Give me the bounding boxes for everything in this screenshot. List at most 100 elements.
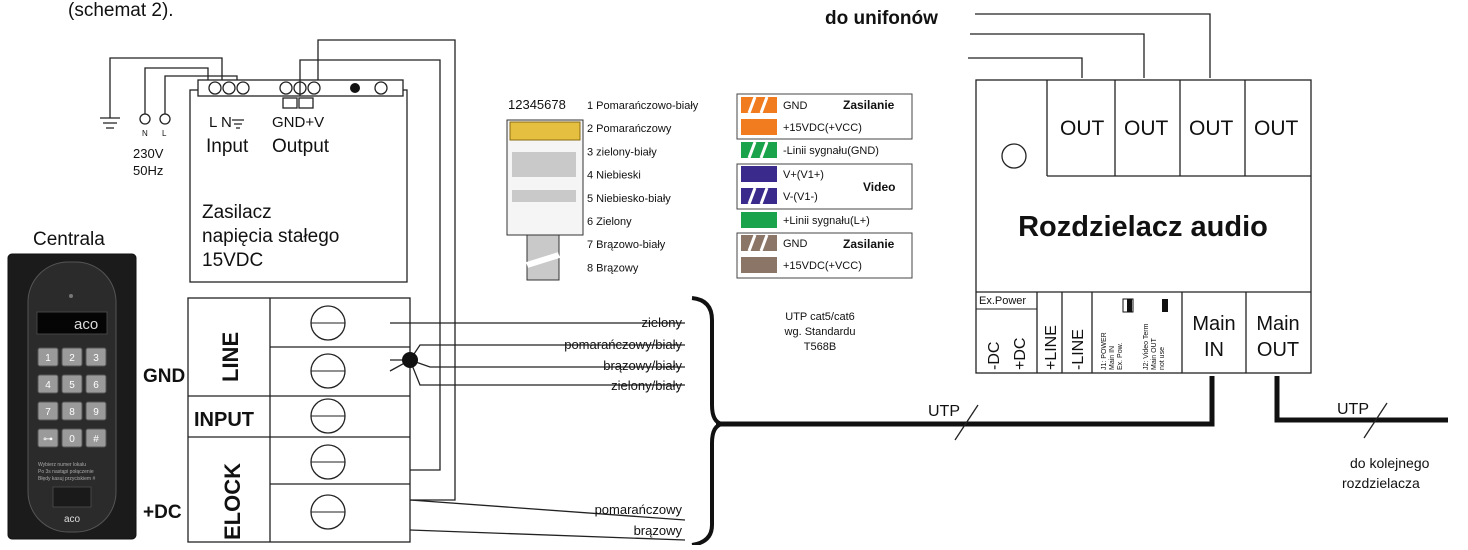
key-button[interactable]: [85, 347, 107, 367]
rj45-pins: 12345678: [508, 97, 566, 112]
standard-1: UTP cat5/cat6: [785, 311, 855, 323]
utp-label-right: UTP: [1337, 401, 1369, 418]
legend-label: GND: [783, 100, 808, 112]
l-label: L: [162, 129, 167, 138]
dc-minus: -DC: [986, 342, 1003, 370]
pin-list: 1 Pomarańczowo-biały 2 Pomarańczowy 3 ziel…: [587, 100, 699, 274]
wire-color-swatch: [741, 119, 777, 135]
out-4: OUT: [1254, 117, 1299, 140]
led-icon: [350, 83, 360, 93]
jumper-j2-icon: [1162, 299, 1168, 312]
legend-label: V-(V1-): [783, 191, 818, 203]
group-video: Video: [863, 180, 895, 194]
psu-title-3: 15VDC: [202, 250, 263, 271]
elock-label: ELOCK: [220, 463, 245, 540]
wire-color-swatch: [741, 188, 777, 204]
panel-brand: aco: [64, 514, 81, 525]
unifon-label: do unifonów: [825, 8, 938, 29]
elock-wire-label-0: pomarańczowy: [595, 502, 683, 517]
psu-in-terminals: L N: [209, 114, 232, 131]
line-wires: zielony pomarańczowy/biały brązowy/biały…: [389, 315, 686, 541]
next-splitter-2: rozdzielacza: [1342, 475, 1420, 491]
standard-2: wg. Standardu: [784, 326, 856, 338]
main-out-1: Main: [1256, 313, 1299, 335]
wire-color-swatch: [741, 257, 777, 273]
psu-title-1: Zasilacz: [202, 202, 272, 223]
key-button[interactable]: [85, 428, 107, 448]
wire-color-swatch: [741, 97, 777, 113]
wire-color-swatch: [741, 235, 777, 251]
gnd-label: GND: [143, 366, 185, 387]
key-label: 3: [93, 353, 99, 364]
key-button[interactable]: [61, 401, 83, 421]
stripe-icon: [747, 187, 769, 205]
psu-output-wire: [299, 59, 441, 471]
output-terminal-icon: [282, 97, 298, 109]
input-label: INPUT: [194, 409, 254, 431]
panel-help-3: Błędy kasuj przyciskiem #: [38, 476, 95, 482]
key-button[interactable]: [61, 428, 83, 448]
speaker-grille-icon: [52, 486, 92, 508]
wire-label-0: zielony: [642, 315, 683, 330]
panel-help-1: Wybierz numer lokalu: [38, 462, 86, 468]
utp-cable-main-out: [1274, 376, 1448, 423]
psu-screw-icon: [236, 81, 250, 95]
key-label: 4: [45, 380, 51, 391]
out-2: OUT: [1124, 117, 1169, 140]
j2-line-2: Main OUT: [1151, 337, 1158, 370]
psu-screw-icon: [279, 81, 293, 95]
key-label: 8: [69, 407, 75, 418]
n-label: N: [142, 129, 148, 138]
j1-line-1: J1: POWER: [1101, 332, 1108, 370]
key-button[interactable]: [85, 401, 107, 421]
elock-wire-label-1: brązowy: [634, 523, 683, 538]
stripe-icon: [747, 96, 769, 114]
stripe-icon: [747, 141, 769, 159]
earth-wire: [109, 57, 223, 118]
wire-color-swatch: [741, 142, 777, 158]
key-label: 2: [69, 353, 75, 364]
pin-label: 5 Niebiesko-biały: [587, 193, 671, 205]
key-label: ⊶: [43, 434, 53, 445]
j1-line-3: Ex. Pow.: [1117, 343, 1124, 370]
key-button[interactable]: [37, 347, 59, 367]
key-label: #: [93, 434, 99, 445]
key-button[interactable]: [37, 401, 59, 421]
indicator-icon: [1001, 143, 1027, 169]
key-button[interactable]: [61, 347, 83, 367]
unifon-wires: [968, 13, 1211, 78]
l-terminal-icon: [159, 113, 171, 125]
n-terminal-icon: [139, 113, 151, 125]
psu-screw-icon: [208, 81, 222, 95]
pin-label: 3 zielony-biały: [587, 146, 657, 158]
key-button[interactable]: [85, 374, 107, 394]
psu-ground-icon: [232, 119, 244, 129]
wire-color-swatch: [741, 166, 777, 182]
pin-label: 2 Pomarańczowy: [587, 123, 672, 135]
line-minus: -LINE: [1070, 329, 1087, 370]
key-button[interactable]: [37, 428, 59, 448]
wire-label-1: pomarańczowy/biały: [564, 337, 682, 352]
panel-title: Centrala: [33, 229, 105, 250]
wire-label-2: brązowy/biały: [603, 358, 682, 373]
main-in-1: Main: [1192, 313, 1235, 335]
ground-icon: [100, 117, 120, 129]
mains-input: N L 230V 50Hz: [100, 57, 238, 178]
key-button[interactable]: [37, 374, 59, 394]
utp-marker-icon: [1363, 402, 1388, 439]
key-label: 1: [45, 353, 51, 364]
utp-cable-main-in: [716, 376, 1215, 427]
key-button[interactable]: [61, 374, 83, 394]
legend-label: -Linii sygnału(GND): [783, 145, 879, 157]
key-label: 7: [45, 407, 51, 418]
psu-output-label: Output: [272, 136, 330, 157]
main-out-2: OUT: [1257, 339, 1299, 361]
splitter-title: Rozdzielacz audio: [1018, 211, 1268, 243]
legend-label: V+(V1+): [783, 169, 824, 181]
pin-label: 7 Brązowo-biały: [587, 239, 666, 251]
pin-label: 1 Pomarańczowo-biały: [587, 100, 699, 112]
standard-3: T568B: [804, 341, 836, 353]
psu-box: [189, 89, 408, 283]
